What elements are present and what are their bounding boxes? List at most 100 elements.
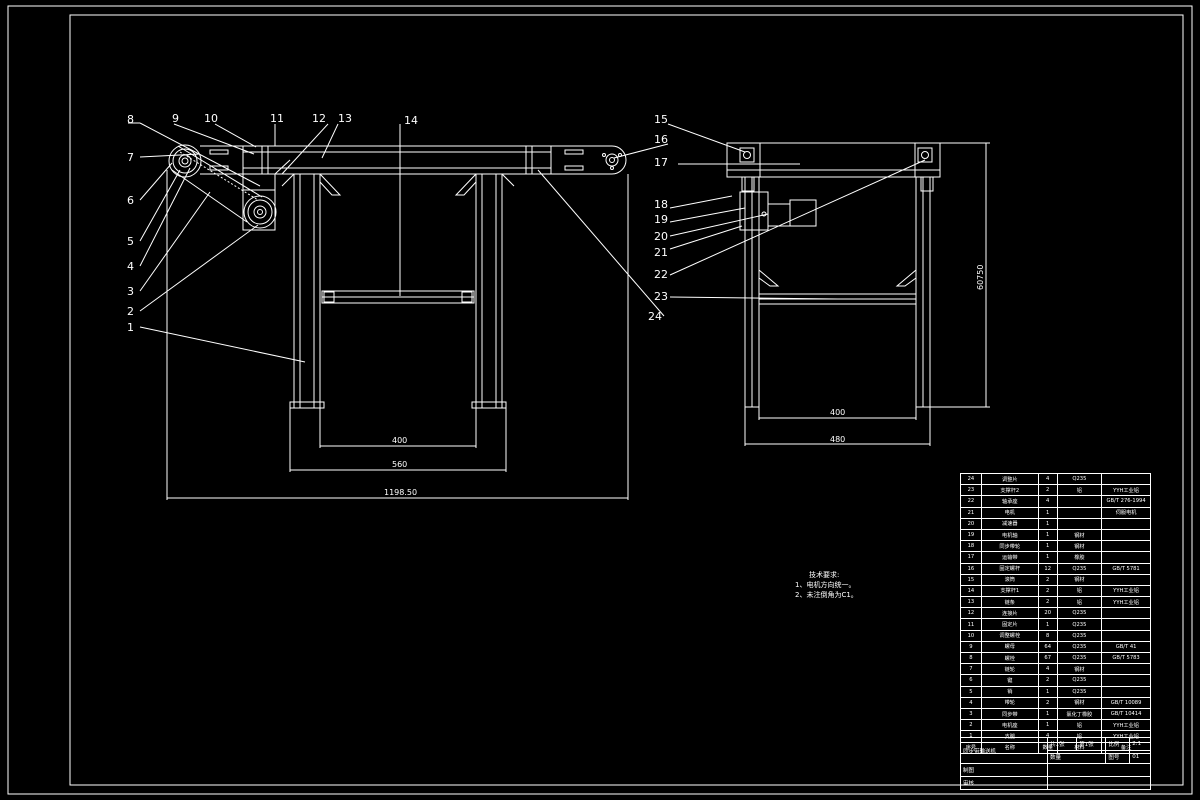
callout-20: 20 bbox=[654, 230, 668, 243]
callout-3: 3 bbox=[127, 285, 134, 298]
callout-22: 22 bbox=[654, 268, 668, 281]
parts-cell: 64 bbox=[1037, 640, 1058, 654]
title-block: 同步带输送机 共1张 第1张 比例 2:1 数量 图号 01 制图 审核 bbox=[960, 737, 1151, 790]
parts-cell: 2 bbox=[1037, 573, 1058, 586]
parts-cell: 1 bbox=[1037, 618, 1058, 631]
callout-24: 24 bbox=[648, 310, 662, 323]
parts-cell: 电机座 bbox=[980, 719, 1039, 732]
check-label: 审核 bbox=[960, 776, 1048, 790]
parts-cell: 1 bbox=[1037, 540, 1058, 553]
parts-cell bbox=[1101, 674, 1151, 687]
parts-cell: 4 bbox=[960, 696, 982, 709]
drawing-no-label: 图号 bbox=[1105, 750, 1131, 764]
parts-cell: 2 bbox=[1037, 584, 1058, 598]
parts-cell bbox=[1101, 540, 1151, 553]
parts-cell bbox=[1056, 495, 1103, 508]
notes-line-2: 2、未注倒角为C1。 bbox=[795, 591, 858, 599]
parts-cell: 7 bbox=[960, 663, 982, 676]
callout-4: 4 bbox=[127, 260, 134, 273]
parts-cell: 17 bbox=[960, 551, 982, 564]
parts-cell: 支撑杆2 bbox=[980, 484, 1039, 497]
parts-cell: 销 bbox=[980, 685, 1039, 698]
parts-cell bbox=[1056, 506, 1103, 519]
parts-cell: Q235 bbox=[1056, 674, 1103, 687]
parts-cell: 1 bbox=[1037, 719, 1058, 732]
parts-cell: 轴承座 bbox=[980, 495, 1039, 508]
parts-cell: GB/T 10414 bbox=[1101, 707, 1151, 721]
drawing-title: 同步带输送机 bbox=[960, 737, 1048, 764]
parts-cell bbox=[1101, 663, 1151, 676]
parts-cell bbox=[1056, 517, 1103, 530]
side-view bbox=[613, 123, 990, 446]
parts-cell: 9 bbox=[960, 640, 982, 654]
parts-cell: 固定螺杆 bbox=[980, 562, 1039, 575]
parts-cell bbox=[1101, 607, 1151, 620]
parts-cell: 1 bbox=[1037, 685, 1058, 698]
parts-cell bbox=[1101, 629, 1151, 642]
parts-cell: 1 bbox=[1037, 528, 1058, 542]
parts-cell: Q235 bbox=[1056, 685, 1103, 698]
dim-400-front: 400 bbox=[392, 436, 407, 445]
parts-cell: 钢材 bbox=[1056, 528, 1103, 542]
callout-11: 11 bbox=[270, 112, 284, 125]
callout-2: 2 bbox=[127, 305, 134, 318]
parts-cell: 12 bbox=[960, 607, 982, 620]
parts-cell: 23 bbox=[960, 484, 982, 497]
parts-cell: 5 bbox=[960, 685, 982, 698]
parts-cell: 20 bbox=[960, 517, 982, 530]
parts-cell: 21 bbox=[960, 506, 982, 519]
parts-cell: 同步带轮 bbox=[980, 540, 1039, 553]
parts-cell: 带轮 bbox=[980, 696, 1039, 709]
dim-480: 480 bbox=[830, 435, 845, 444]
parts-cell: 运输带 bbox=[980, 551, 1039, 564]
parts-cell: 2 bbox=[1037, 484, 1058, 497]
parts-cell: 同步带 bbox=[980, 707, 1039, 721]
parts-cell: 橡胶 bbox=[1056, 551, 1103, 564]
parts-cell: 钢材 bbox=[1056, 540, 1103, 553]
callout-1: 1 bbox=[127, 321, 134, 334]
parts-cell: 4 bbox=[1037, 472, 1058, 486]
parts-cell: 2 bbox=[960, 719, 982, 732]
callout-21: 21 bbox=[654, 246, 668, 259]
dim-400-side: 400 bbox=[830, 408, 845, 417]
parts-cell: 1 bbox=[1037, 506, 1058, 519]
parts-cell: 铝 bbox=[1056, 596, 1103, 609]
parts-cell: YYH工业铝 bbox=[1101, 719, 1151, 732]
parts-cell: Q235 bbox=[1056, 562, 1103, 575]
parts-cell: YYH工业铝 bbox=[1101, 584, 1151, 598]
scale-label: 比例 bbox=[1105, 737, 1131, 751]
parts-cell: 减速器 bbox=[980, 517, 1039, 530]
callout-10: 10 bbox=[204, 112, 218, 125]
callout-13: 13 bbox=[338, 112, 352, 125]
parts-cell: 8 bbox=[1037, 629, 1058, 642]
parts-cell: 16 bbox=[960, 562, 982, 575]
parts-cell: 螺栓 bbox=[980, 651, 1039, 665]
parts-cell: Q235 bbox=[1056, 607, 1103, 620]
parts-cell: 2 bbox=[1037, 674, 1058, 687]
quantity-label: 数量 bbox=[1046, 750, 1107, 764]
parts-cell: 螺母 bbox=[980, 640, 1039, 654]
draw-label: 制图 bbox=[960, 763, 1048, 777]
parts-cell bbox=[1101, 472, 1151, 486]
parts-cell: 4 bbox=[1037, 495, 1058, 508]
parts-cell: Q235 bbox=[1056, 472, 1103, 486]
callout-7: 7 bbox=[127, 151, 134, 164]
parts-cell bbox=[1101, 528, 1151, 542]
notes-title: 技术要求: bbox=[809, 571, 840, 579]
callout-12: 12 bbox=[312, 112, 326, 125]
parts-cell: 24 bbox=[960, 472, 982, 486]
notes-line-1: 1、电机方向统一。 bbox=[795, 581, 856, 589]
parts-cell: 11 bbox=[960, 618, 982, 631]
